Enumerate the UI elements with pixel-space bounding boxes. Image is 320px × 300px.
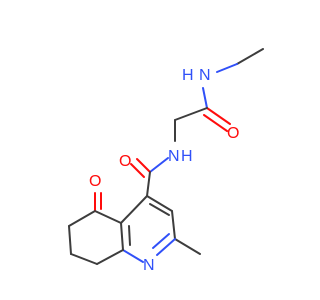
bond-c4a-c5 — [94, 210, 122, 224]
bond-nh-carbonyl2 — [202, 87, 208, 109]
bond-c6-c7 — [68, 225, 72, 255]
bond-c2-methyl — [174, 238, 201, 255]
atom-o-glycine-carbonyl: O — [227, 125, 239, 142]
bond-c8a-c4a-inner — [128, 225, 131, 246]
bond-c2-n1-b — [152, 233, 170, 249]
atom-o-carboxamide: O — [119, 153, 131, 170]
atom-n-ethylamide: N — [199, 67, 211, 84]
bond-nh1-carbonyl1 — [149, 157, 169, 173]
bond-carbonyl2-ch2 — [174, 107, 208, 121]
structure-canvas: N H O N H O O N — [68, 48, 264, 274]
bond-c8a-c4a — [120, 222, 124, 251]
bond-carbonyl1-o-a — [136, 158, 151, 173]
atom-labels: N H O N H O O N — [89, 67, 239, 274]
atom-n-pyridine: N — [143, 257, 155, 274]
bond-carbonyl2-o-a — [206, 107, 231, 125]
bond-carbonyl1-o-b — [130, 163, 145, 178]
bond-c8-c8a — [96, 249, 124, 265]
atom-h-carboxamide: H — [181, 148, 193, 165]
bond-carbonyl2-o-b — [203, 114, 228, 132]
bond-c2-n1-a — [156, 238, 176, 256]
bonds — [68, 48, 264, 265]
bond-c4-c3 — [146, 195, 173, 212]
bond-c7-c8 — [70, 253, 98, 265]
molecule-diagram: N H O N H O O N — [68, 48, 264, 274]
bond-c4-c3-inner — [149, 203, 170, 216]
bond-c3-c2 — [171, 210, 176, 240]
bond-c5-c6 — [68, 210, 96, 227]
bond-ethyl-ch2-n — [216, 63, 238, 73]
atom-o-ketone: O — [89, 173, 101, 190]
atom-n-carboxamide: N — [168, 148, 180, 165]
bond-carbonyl1-c4 — [146, 171, 151, 197]
bond-ethyl-ch3-ch2 — [236, 48, 264, 65]
bond-n1-c8a — [122, 249, 144, 263]
atom-h-ethylamide: H — [182, 67, 194, 84]
bond-c4a-c4 — [120, 195, 148, 224]
